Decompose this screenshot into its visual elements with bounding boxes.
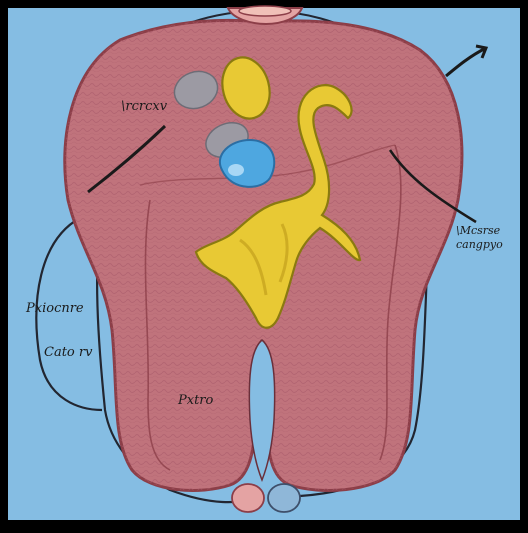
yellow-duct bbox=[194, 84, 362, 329]
curved-pointer-icon bbox=[87, 124, 167, 194]
grey-lobe-upper bbox=[173, 70, 219, 110]
label-lower-center: Pxtro bbox=[177, 393, 214, 408]
label-upper-left: \rcrcxv bbox=[121, 99, 168, 114]
label-left-upper: Pxiocnre bbox=[25, 301, 84, 316]
top-opening bbox=[238, 5, 292, 17]
blue-lobe bbox=[219, 138, 276, 188]
label-left-lower: Cato rv bbox=[44, 345, 93, 360]
central-cleft bbox=[248, 339, 276, 483]
bottom-nub-left bbox=[231, 483, 265, 513]
bottom-nub-right bbox=[267, 483, 301, 513]
yellow-duct-shading bbox=[239, 223, 289, 296]
label-right-line1: \Mcsrse bbox=[456, 224, 501, 237]
inner-contour-upper bbox=[139, 144, 396, 186]
blue-lobe-highlight bbox=[228, 164, 244, 176]
outer-outline-left-inner bbox=[96, 249, 261, 504]
inner-contour-left bbox=[144, 199, 171, 471]
yellow-oval bbox=[221, 56, 271, 120]
inner-contour-right bbox=[379, 144, 402, 461]
label-right-line2: cangpyo bbox=[456, 238, 503, 251]
curved-pointer-right-icon bbox=[388, 149, 477, 224]
arrow-up-right-icon bbox=[445, 44, 489, 78]
outer-outline-left bbox=[35, 217, 103, 412]
